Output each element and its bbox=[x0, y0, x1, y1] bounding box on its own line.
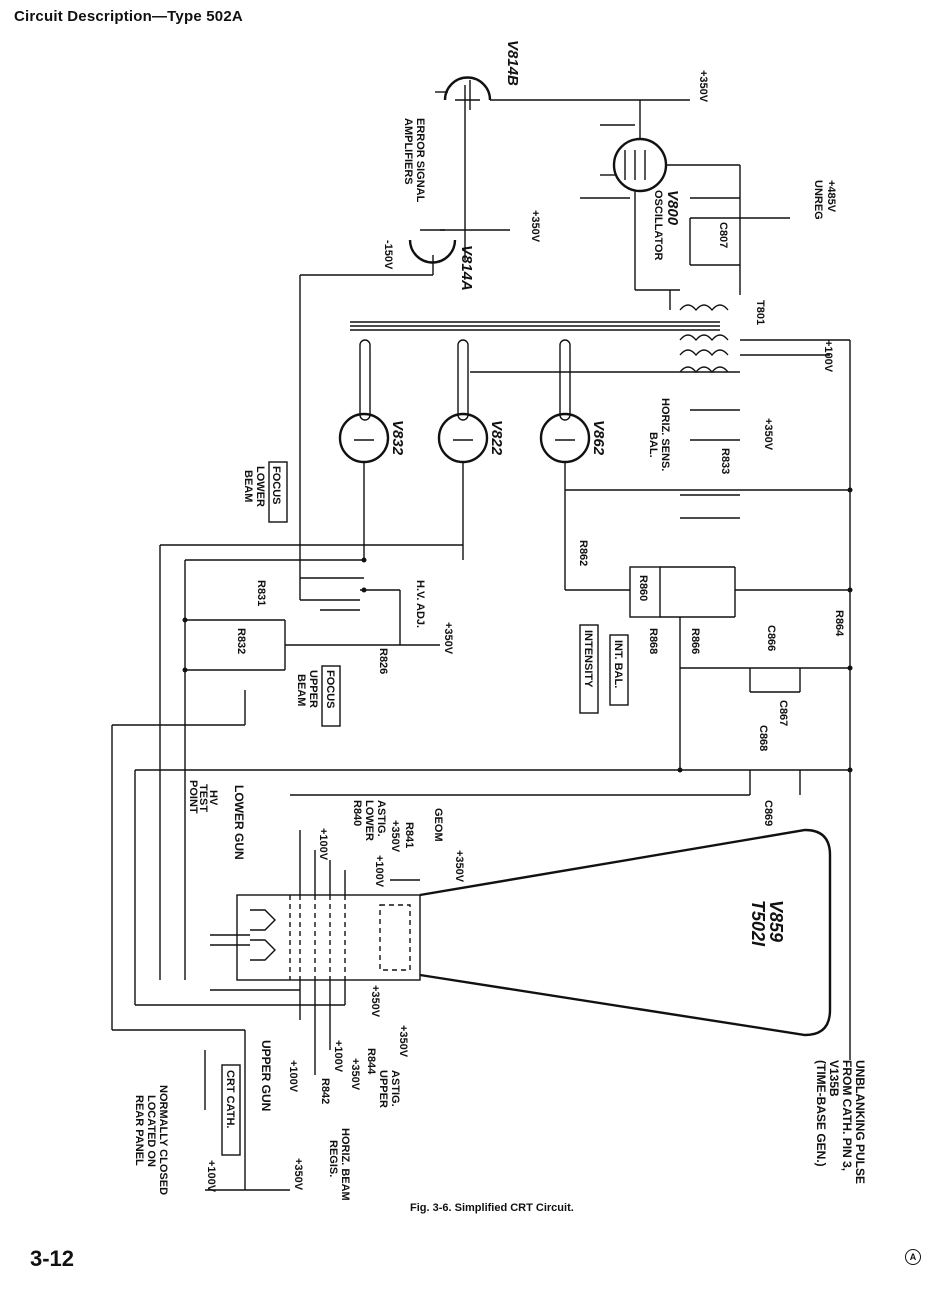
horiz-sens-label-2: BAL. bbox=[647, 432, 659, 458]
tube-v814b bbox=[435, 76, 640, 260]
geom-label: GEOM bbox=[432, 808, 444, 842]
horiz-beam-label-1: HORIZ. BEAM bbox=[339, 1128, 351, 1201]
p350-label-i: +350V bbox=[349, 1058, 361, 1091]
v822-label: V822 bbox=[488, 420, 505, 456]
intensity-label: INTENSITY bbox=[582, 630, 594, 688]
t5021-label: T502I bbox=[748, 900, 768, 947]
v814a-label: V814A bbox=[458, 245, 475, 291]
astig-lower-label-2: LOWER bbox=[363, 800, 375, 841]
p100-label-b: +100V bbox=[317, 828, 329, 861]
hv-test-label-1: HV bbox=[207, 790, 219, 806]
p350-label-a: +350V bbox=[529, 210, 541, 243]
p350-label-f: +350V bbox=[453, 850, 465, 883]
tube-v862 bbox=[539, 339, 591, 590]
lower-beam-label-2: BEAM bbox=[242, 470, 254, 502]
lower-gun-label: LOWER GUN bbox=[232, 785, 246, 860]
figure-caption: Fig. 3-6. Simplified CRT Circuit. bbox=[410, 1202, 574, 1214]
tube-v800 bbox=[580, 99, 790, 310]
p350-label-h: +350V bbox=[397, 1025, 409, 1058]
normally-closed-label-3: REAR PANEL bbox=[133, 1095, 145, 1166]
tube-v822 bbox=[437, 339, 489, 560]
p350-label-b: +350V bbox=[697, 70, 709, 103]
c866-label: C866 bbox=[765, 625, 777, 651]
r832-label: R832 bbox=[235, 628, 247, 654]
p100-label-c: +100V bbox=[373, 855, 385, 888]
c867-label: C867 bbox=[777, 700, 789, 726]
astig-lower-label-1: ASTIG. bbox=[375, 800, 387, 837]
p350-label-g: +350V bbox=[369, 985, 381, 1018]
focus-lower-label: FOCUS bbox=[270, 466, 282, 505]
r864-label: R864 bbox=[833, 610, 845, 637]
v814b-label: V814B bbox=[504, 40, 521, 86]
page-number: 3-12 bbox=[30, 1246, 75, 1271]
c807-label: C807 bbox=[717, 222, 729, 248]
astig-upper-label-2: UPPER bbox=[377, 1070, 389, 1108]
unblank-label-2: FROM CATH. PIN 3, bbox=[840, 1060, 854, 1171]
tube-v832 bbox=[338, 339, 390, 560]
error-amp-label-1: ERROR SIGNAL bbox=[414, 118, 426, 203]
focus-upper-box bbox=[321, 665, 341, 727]
v859-label: V859 bbox=[766, 900, 786, 942]
c868-label: C868 bbox=[757, 725, 769, 751]
p350-label-j: +350V bbox=[292, 1158, 304, 1191]
c869-label: C869 bbox=[762, 800, 774, 826]
t801-label: T801 bbox=[754, 300, 766, 325]
r862-label: R862 bbox=[577, 540, 589, 566]
p100-label-f: +100V bbox=[205, 1160, 217, 1193]
int-bal-label: INT. BAL. bbox=[612, 640, 624, 688]
r842-label: R842 bbox=[319, 1078, 331, 1104]
page-header: Circuit Description—Type 502A bbox=[14, 8, 243, 25]
crt-v859 bbox=[210, 828, 832, 1037]
r868-label: R868 bbox=[647, 628, 659, 654]
r860-box bbox=[629, 566, 661, 618]
neg150-label: -150V bbox=[382, 240, 394, 270]
p485-label: +485V bbox=[825, 180, 837, 213]
v800-label: V800 bbox=[664, 190, 681, 226]
unblank-label-4: (TIME-BASE GEN.) bbox=[814, 1060, 828, 1167]
horiz-sens-label-1: HORIZ. SENS. bbox=[659, 398, 671, 471]
r844-label: R844 bbox=[365, 1048, 377, 1075]
r831-label: R831 bbox=[255, 580, 267, 606]
unblank-label-1: UNBLANKING PULSE bbox=[853, 1060, 867, 1184]
r833-label: R833 bbox=[719, 448, 731, 474]
hv-adj-label: H.V. ADJ. bbox=[414, 580, 426, 628]
hv-test-label-3: POINT bbox=[187, 780, 199, 814]
v862-label: V862 bbox=[590, 420, 607, 456]
p100-label-d: +100V bbox=[332, 1040, 344, 1073]
upper-beam-label-2: BEAM bbox=[295, 674, 307, 706]
p350-label-c: +350V bbox=[762, 418, 774, 451]
intensity-box bbox=[579, 624, 599, 714]
r866-label: R866 bbox=[689, 628, 701, 654]
p350-label-d: +350V bbox=[442, 622, 454, 655]
astig-upper-label-1: ASTIG. bbox=[389, 1070, 401, 1107]
r840-label: R840 bbox=[351, 800, 363, 826]
oscillator-label: OSCILLATOR bbox=[652, 190, 664, 261]
int-bal-box bbox=[609, 634, 629, 706]
horiz-beam-label-2: REGIS. bbox=[327, 1140, 339, 1177]
normally-closed-label-2: LOCATED ON bbox=[145, 1095, 157, 1167]
upper-beam-label-1: UPPER bbox=[307, 670, 319, 708]
transformer-t801 bbox=[350, 304, 850, 374]
normally-closed-label-1: NORMALLY CLOSED bbox=[157, 1085, 169, 1195]
p100-label-a: +100V bbox=[822, 340, 834, 373]
corner-mark: A bbox=[905, 1249, 921, 1265]
r826-label: R826 bbox=[377, 648, 389, 674]
unblank-label-3: V135B bbox=[827, 1060, 841, 1097]
v832-label: V832 bbox=[389, 420, 406, 456]
crt-cath-label: CRT CATH. bbox=[224, 1070, 236, 1128]
p100-label-e: +100V bbox=[287, 1060, 299, 1093]
r860-label: R860 bbox=[637, 575, 649, 601]
unreg-label: UNREG bbox=[812, 180, 824, 220]
crt-cath-box bbox=[221, 1064, 241, 1156]
focus-lower-box bbox=[268, 461, 288, 523]
focus-upper-label: FOCUS bbox=[324, 670, 336, 709]
p350-label-e: +350V bbox=[389, 820, 401, 853]
error-amp-label-2: AMPLIFIERS bbox=[402, 118, 414, 185]
r841-label: R841 bbox=[403, 822, 415, 848]
hv-test-label-2: TEST bbox=[197, 784, 209, 812]
lower-beam-label-1: LOWER bbox=[254, 466, 266, 507]
tube-v814a bbox=[299, 229, 510, 600]
upper-gun-label: UPPER GUN bbox=[259, 1040, 273, 1111]
